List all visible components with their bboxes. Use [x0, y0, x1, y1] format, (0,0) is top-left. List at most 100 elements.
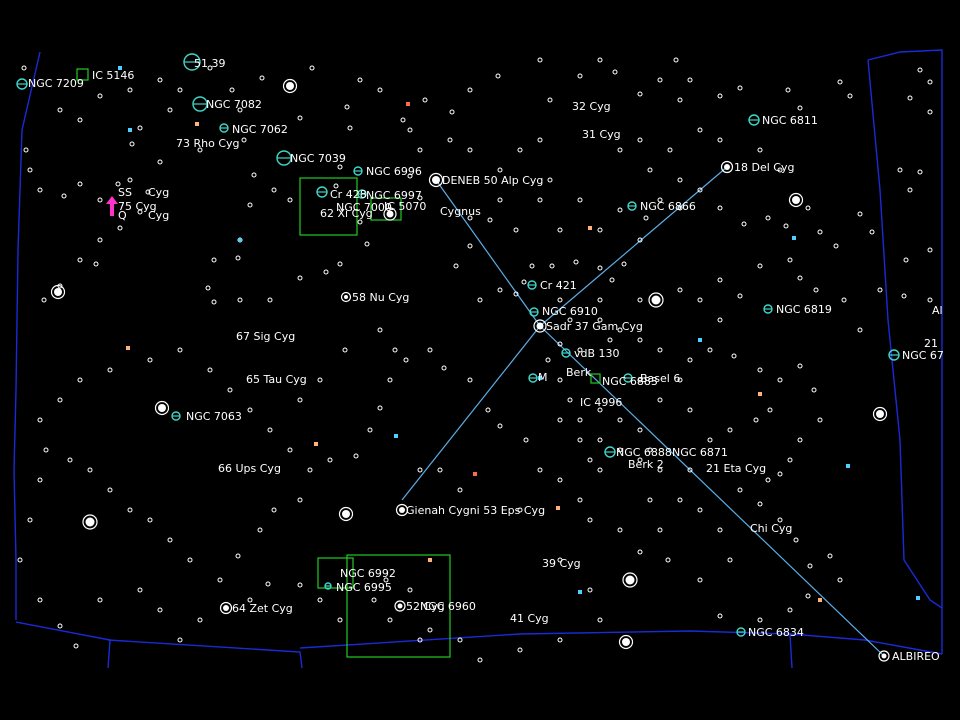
- faint-star: [211, 299, 217, 305]
- faint-star: [251, 172, 257, 178]
- object-label: NGC 7000: [336, 201, 392, 214]
- faint-star: [677, 177, 683, 183]
- faint-star: [687, 467, 693, 473]
- faint-star: [37, 477, 43, 483]
- faint-star: [127, 177, 133, 183]
- faint-star: [211, 257, 217, 263]
- faint-star: [417, 637, 423, 643]
- object-label: NGC 6996: [366, 165, 422, 178]
- faint-star: [407, 587, 413, 593]
- faint-star: [753, 417, 759, 423]
- bright-star-core: [344, 295, 348, 299]
- faint-star: [687, 407, 693, 413]
- faint-star: [877, 287, 883, 293]
- object-label: NGC 6995: [336, 581, 392, 594]
- faint-star: [557, 417, 563, 423]
- faint-star: [927, 109, 933, 115]
- bright-star: [618, 634, 634, 650]
- faint-star: [387, 617, 393, 623]
- faint-star: [237, 107, 243, 113]
- pointer-arrow-icon[interactable]: [106, 196, 118, 216]
- faint-star: [577, 347, 583, 353]
- boundary-bottom-right: [789, 633, 943, 655]
- faint-star: [129, 141, 135, 147]
- faint-star: [403, 357, 409, 363]
- bright-star: [622, 572, 638, 588]
- faint-star: [513, 291, 519, 297]
- faint-star: [637, 457, 643, 463]
- faint-star: [697, 297, 703, 303]
- object-label: NGC 6960: [420, 600, 476, 613]
- faint-star: [777, 167, 783, 173]
- faint-star: [309, 65, 315, 71]
- bright-star-core: [342, 510, 350, 518]
- faint-star: [77, 377, 83, 383]
- faint-star: [677, 205, 683, 211]
- colored-star: [394, 434, 398, 438]
- faint-star: [697, 127, 703, 133]
- faint-star: [717, 93, 723, 99]
- bright-star: [720, 160, 734, 174]
- faint-star: [529, 263, 535, 269]
- faint-star: [587, 457, 593, 463]
- faint-star: [587, 587, 593, 593]
- faint-star: [187, 557, 193, 563]
- object-label: NGC 7062: [232, 123, 288, 136]
- object-label: IC 5070: [384, 200, 426, 213]
- faint-star: [597, 317, 603, 323]
- object-label: NGC 6883: [602, 375, 658, 388]
- faint-star: [137, 587, 143, 593]
- faint-star: [557, 297, 563, 303]
- faint-star: [707, 437, 713, 443]
- faint-star: [287, 447, 293, 453]
- faint-star: [417, 467, 423, 473]
- faint-star: [307, 467, 313, 473]
- faint-star: [167, 537, 173, 543]
- faint-star: [577, 417, 583, 423]
- faint-star: [777, 517, 783, 523]
- faint-star: [37, 417, 43, 423]
- faint-star: [387, 377, 393, 383]
- faint-star: [697, 187, 703, 193]
- faint-star: [392, 347, 398, 353]
- bright-star: [533, 319, 547, 333]
- faint-star: [805, 205, 811, 211]
- faint-star: [127, 87, 133, 93]
- faint-star: [677, 97, 683, 103]
- faint-star: [297, 115, 303, 121]
- faint-star: [367, 427, 373, 433]
- object-label: Cyg: [148, 186, 169, 199]
- faint-star: [157, 77, 163, 83]
- object-label: NGC 6910: [542, 305, 598, 318]
- bright-star-core: [54, 288, 62, 296]
- faint-star: [757, 501, 763, 507]
- faint-star: [497, 197, 503, 203]
- faint-star: [677, 497, 683, 503]
- bright-star-core: [881, 653, 887, 659]
- colored-star: [916, 596, 920, 600]
- faint-star: [557, 341, 563, 347]
- faint-star: [637, 427, 643, 433]
- faint-star: [811, 387, 817, 393]
- object-label: Cyg: [148, 209, 169, 222]
- boundary-bottom-2: [107, 639, 303, 669]
- line-18del-sadr: [539, 166, 728, 327]
- faint-star: [677, 377, 683, 383]
- faint-star: [247, 597, 253, 603]
- faint-star: [437, 467, 443, 473]
- object-label: 41 Cyg: [510, 612, 549, 625]
- faint-star: [577, 73, 583, 79]
- faint-star: [467, 87, 473, 93]
- faint-star: [317, 597, 323, 603]
- faint-star: [407, 173, 413, 179]
- faint-star: [907, 187, 913, 193]
- faint-star: [127, 507, 133, 513]
- faint-star: [609, 277, 615, 283]
- faint-star: [337, 164, 343, 170]
- faint-star: [717, 613, 723, 619]
- faint-star: [207, 65, 213, 71]
- faint-star: [785, 87, 791, 93]
- faint-star: [549, 263, 555, 269]
- faint-star: [297, 397, 303, 403]
